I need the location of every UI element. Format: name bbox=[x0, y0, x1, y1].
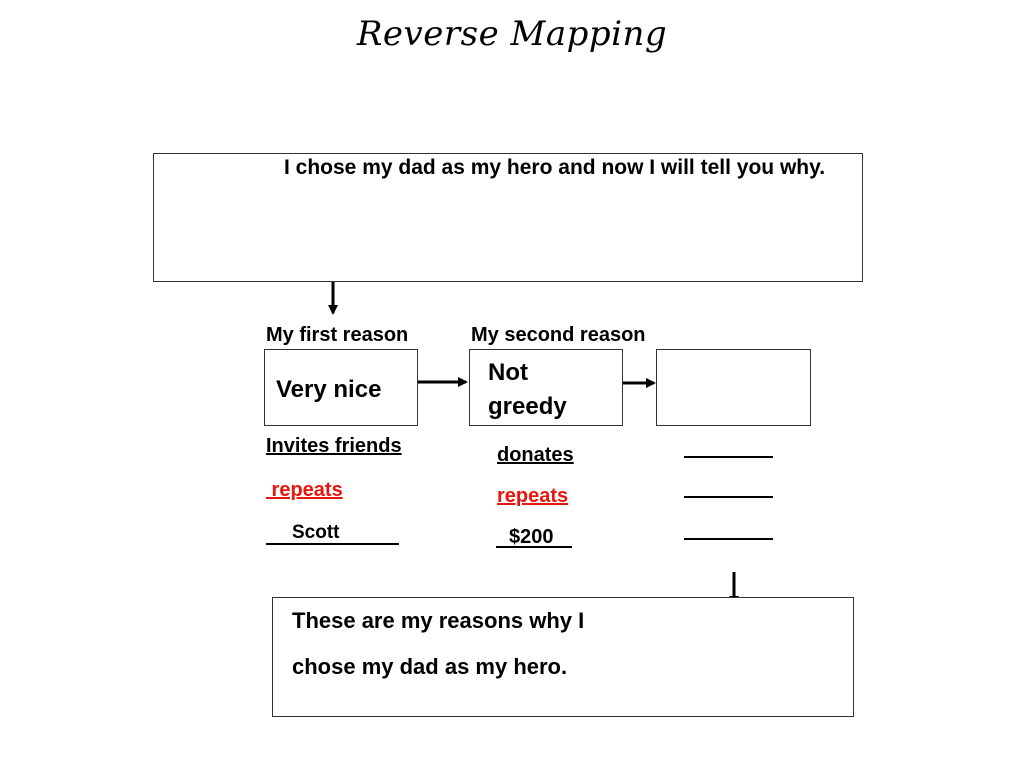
first-detail-2: repeats bbox=[266, 479, 343, 501]
conclusion-line-2: chose my dad as my hero. bbox=[292, 654, 568, 679]
second-detail-3: $200 bbox=[509, 526, 554, 548]
second-reason-text-line1: Not bbox=[488, 359, 528, 386]
third-detail-2-blank bbox=[684, 496, 773, 498]
third-reason-box bbox=[656, 349, 811, 426]
third-detail-1-blank bbox=[684, 456, 773, 458]
intro-text: I chose my dad as my hero and now I will… bbox=[284, 156, 826, 179]
second-detail-2: repeats bbox=[497, 485, 569, 507]
first-detail-1: Invites friends bbox=[266, 435, 402, 457]
second-detail-3-underline bbox=[496, 546, 572, 548]
page-title: Reverse Mapping bbox=[356, 14, 668, 54]
second-reason-label: My second reason bbox=[471, 324, 646, 346]
first-reason-box bbox=[264, 349, 418, 426]
second-reason-text-line2: greedy bbox=[488, 393, 567, 420]
conclusion-box bbox=[272, 597, 854, 717]
second-reason-box bbox=[469, 349, 623, 426]
first-reason-text: Very nice bbox=[276, 376, 382, 403]
first-reason-label: My first reason bbox=[266, 324, 409, 346]
intro-box bbox=[153, 153, 863, 282]
second-detail-1: donates bbox=[497, 444, 574, 466]
third-detail-3-blank bbox=[684, 538, 773, 540]
conclusion-line-1: These are my reasons why I bbox=[292, 608, 585, 633]
first-detail-3-underline bbox=[266, 543, 399, 545]
first-detail-3: Scott bbox=[292, 522, 340, 543]
